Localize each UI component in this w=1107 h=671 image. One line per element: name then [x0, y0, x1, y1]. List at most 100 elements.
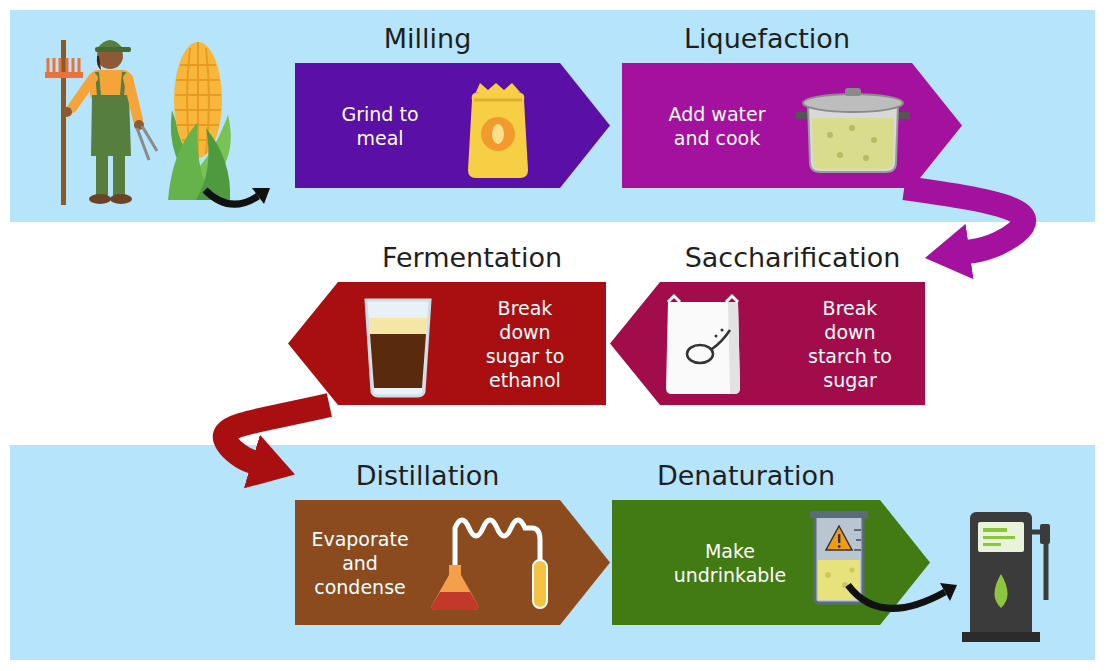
chevron-fill	[295, 63, 610, 188]
flow-arrow	[205, 188, 270, 204]
process-chevron: DenaturationMake undrinkable	[612, 452, 930, 625]
farmer-figure	[96, 40, 124, 50]
distillation-apparatus-icon	[455, 520, 540, 568]
farmer-figure	[134, 120, 144, 130]
farmer-figure	[91, 95, 131, 156]
beaker-warning-icon	[810, 511, 868, 603]
cooking-pot-icon	[863, 155, 869, 161]
beer-glass-icon	[366, 300, 430, 396]
process-chevron: LiquefactionAdd water and cook	[622, 15, 962, 188]
farmer-figure	[62, 107, 72, 117]
flow-arrow	[940, 583, 957, 601]
distillation-apparatus-icon	[432, 520, 548, 610]
fuel-pump-icon	[983, 536, 1015, 539]
beaker-warning-icon	[838, 545, 841, 548]
grain-bag-icon	[481, 117, 515, 151]
sugar-bag-icon	[712, 330, 730, 349]
sugar-bag-icon	[715, 335, 718, 338]
cooking-pot-icon	[845, 88, 861, 96]
stage-title: Distillation	[295, 452, 560, 500]
beaker-warning-icon	[838, 534, 840, 543]
distillation-apparatus-icon	[533, 560, 547, 608]
beaker-warning-icon	[842, 582, 848, 588]
beaker-warning-icon	[810, 511, 868, 518]
grain-bag-icon	[468, 83, 528, 178]
sugar-bag-icon	[728, 302, 740, 394]
cooking-pot-icon	[808, 104, 898, 172]
chevron-shape	[622, 63, 962, 188]
corn-illustration	[196, 128, 230, 200]
chevron-fill	[622, 63, 962, 188]
grain-bag-icon	[474, 99, 522, 102]
farmer-figure	[97, 43, 123, 69]
stage-title: Liquefaction	[622, 15, 912, 63]
cooking-pot-icon	[812, 118, 894, 169]
stage-title: Milling	[295, 15, 560, 63]
fuel-pump-icon	[983, 528, 1007, 532]
corn-illustration	[198, 115, 231, 190]
fuel-pump-icon	[1040, 524, 1050, 544]
cooking-pot-icon	[827, 132, 833, 138]
sugar-bag-icon	[666, 302, 740, 394]
chevron-shape	[295, 63, 610, 188]
sugar-bag-icon	[721, 329, 724, 332]
process-chevron: DistillationEvaporate and condense	[295, 452, 610, 625]
farmer-figure	[97, 72, 124, 96]
fuel-pump-icon	[970, 512, 1032, 640]
corn-illustration	[168, 42, 231, 200]
stage-description: Break down sugar to ethanol	[476, 282, 574, 405]
stage-title: Denaturation	[612, 452, 880, 500]
fuel-pump-icon	[962, 632, 1040, 642]
flow-connector	[904, 188, 1024, 252]
cooking-pot-icon	[796, 88, 910, 172]
grain-bag-icon	[492, 124, 504, 144]
sugar-bag-icon	[668, 296, 738, 302]
fuel-pump-icon	[995, 574, 1008, 608]
process-chevron: SaccharificationBreak down starch to sug…	[610, 234, 925, 405]
farmer-figure	[90, 70, 131, 102]
cooking-pot-icon	[796, 112, 810, 119]
top-band	[10, 10, 1095, 222]
fuel-pump-icon	[978, 522, 1024, 552]
farmer-figure	[95, 47, 131, 52]
cooking-pot-icon	[837, 152, 843, 158]
cooking-pot-icon	[803, 94, 903, 112]
beaker-warning-icon	[815, 515, 863, 603]
chevron-fill	[612, 500, 930, 625]
sugar-bag-icon	[666, 296, 740, 394]
beaker-warning-icon	[850, 568, 855, 573]
farmer-figure	[128, 78, 138, 120]
farmer-figure	[113, 150, 125, 196]
farmer-figure	[89, 194, 111, 204]
beer-glass-icon	[366, 300, 430, 396]
corn-illustration	[175, 42, 221, 158]
beaker-warning-icon	[825, 572, 831, 578]
flow-connector	[225, 405, 329, 462]
cooking-pot-icon	[896, 112, 910, 119]
stage-description: Add water and cook	[658, 63, 776, 188]
sugar-bag-icon	[687, 345, 713, 363]
distillation-apparatus-icon	[432, 592, 479, 610]
fuel-pump-icon	[983, 543, 1001, 546]
stage-description: Evaporate and condense	[304, 500, 416, 625]
flow-arrow	[848, 583, 957, 608]
farmer-figure	[48, 58, 79, 74]
chevron-fill	[295, 500, 610, 625]
farmer-figure	[61, 40, 66, 205]
corn-illustration	[168, 122, 212, 200]
farmer-figure	[72, 78, 93, 108]
grain-bag-icon	[476, 83, 520, 92]
stage-title: Fermentation	[338, 234, 606, 282]
cooking-pot-icon	[871, 137, 877, 143]
farmer-figure	[96, 150, 108, 196]
stage-title: Saccharification	[660, 234, 925, 282]
flow-arrow	[848, 585, 945, 608]
flow-arrow	[252, 188, 270, 204]
cooking-pot-icon	[849, 125, 855, 131]
farmer-figure	[137, 126, 157, 160]
grain-bag-icon	[468, 92, 528, 178]
beaker-warning-icon	[818, 560, 860, 600]
corn-illustration	[174, 42, 222, 158]
